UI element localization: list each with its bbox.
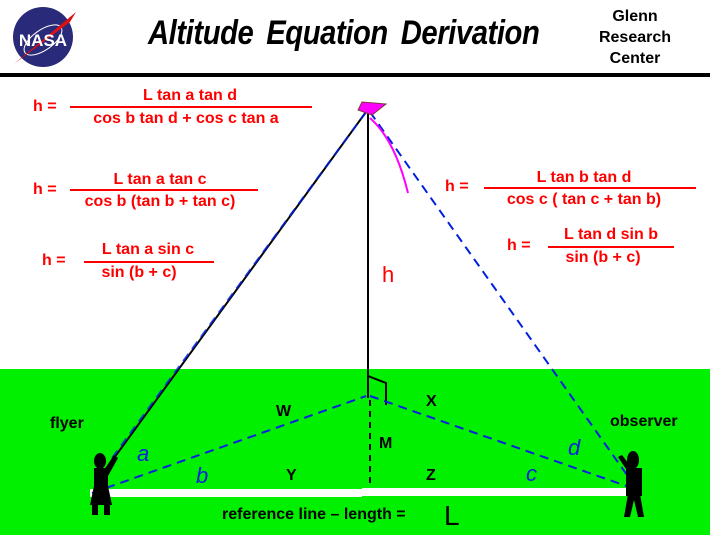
equation-lhs: h =	[507, 237, 531, 254]
angle-b-label: b	[196, 463, 209, 488]
equation-denominator: cos b (tan b + tan c)	[84, 193, 236, 210]
equation-lhs: h =	[33, 181, 57, 198]
header-divider	[0, 73, 710, 77]
segment-x-label: X	[426, 393, 437, 410]
segment-z-label: Z	[426, 467, 436, 484]
equation-denominator: sin (b + c)	[101, 264, 177, 281]
flyer-label: flyer	[50, 415, 84, 432]
page-title: Altitude Equation Derivation	[148, 14, 540, 52]
height-label: h	[382, 262, 395, 287]
angle-c-label: c	[526, 461, 537, 486]
reference-line-label: reference line – length =	[222, 506, 406, 523]
segment-y-label: Y	[286, 467, 297, 484]
equation-denominator: cos c ( tan c + tan b)	[506, 191, 662, 208]
fraction-bar	[70, 106, 312, 108]
equation-lhs: h =	[42, 252, 66, 269]
equation-numerator: L tan a tan d	[143, 87, 237, 104]
center-line-1: Glenn	[612, 8, 658, 25]
fraction-bar	[84, 261, 214, 263]
equation-numerator: L tan d sin b	[564, 226, 658, 243]
segment-w-label: W	[276, 403, 292, 420]
fraction-bar	[548, 246, 674, 248]
fraction-bar	[70, 189, 258, 191]
fraction-bar	[484, 187, 696, 189]
equation-denominator: cos b tan d + cos c tan a	[93, 110, 279, 127]
length-symbol: L	[444, 500, 460, 531]
equation-numerator: L tan a tan c	[113, 171, 207, 188]
equation-lhs: h =	[33, 98, 57, 115]
equation-lhs: h =	[445, 178, 469, 195]
center-line-2: Research	[598, 29, 672, 46]
flyer-figure	[90, 453, 118, 515]
angle-a-label: a	[137, 441, 150, 466]
equation-denominator: sin (b + c)	[565, 249, 641, 266]
equation-numerator: L tan a sin c	[101, 241, 195, 258]
svg-text:NASA: NASA	[19, 31, 67, 50]
center-line-3: Center	[609, 50, 661, 67]
segment-m-label: M	[379, 435, 393, 452]
glenn-research-center-label: Glenn Research Center	[590, 6, 680, 69]
nasa-logo-icon: NASA	[10, 4, 76, 70]
equation-numerator: L tan b tan d	[536, 169, 632, 186]
observer-figure	[618, 451, 644, 517]
angle-d-label: d	[568, 435, 581, 460]
observer-label: observer	[610, 413, 678, 430]
